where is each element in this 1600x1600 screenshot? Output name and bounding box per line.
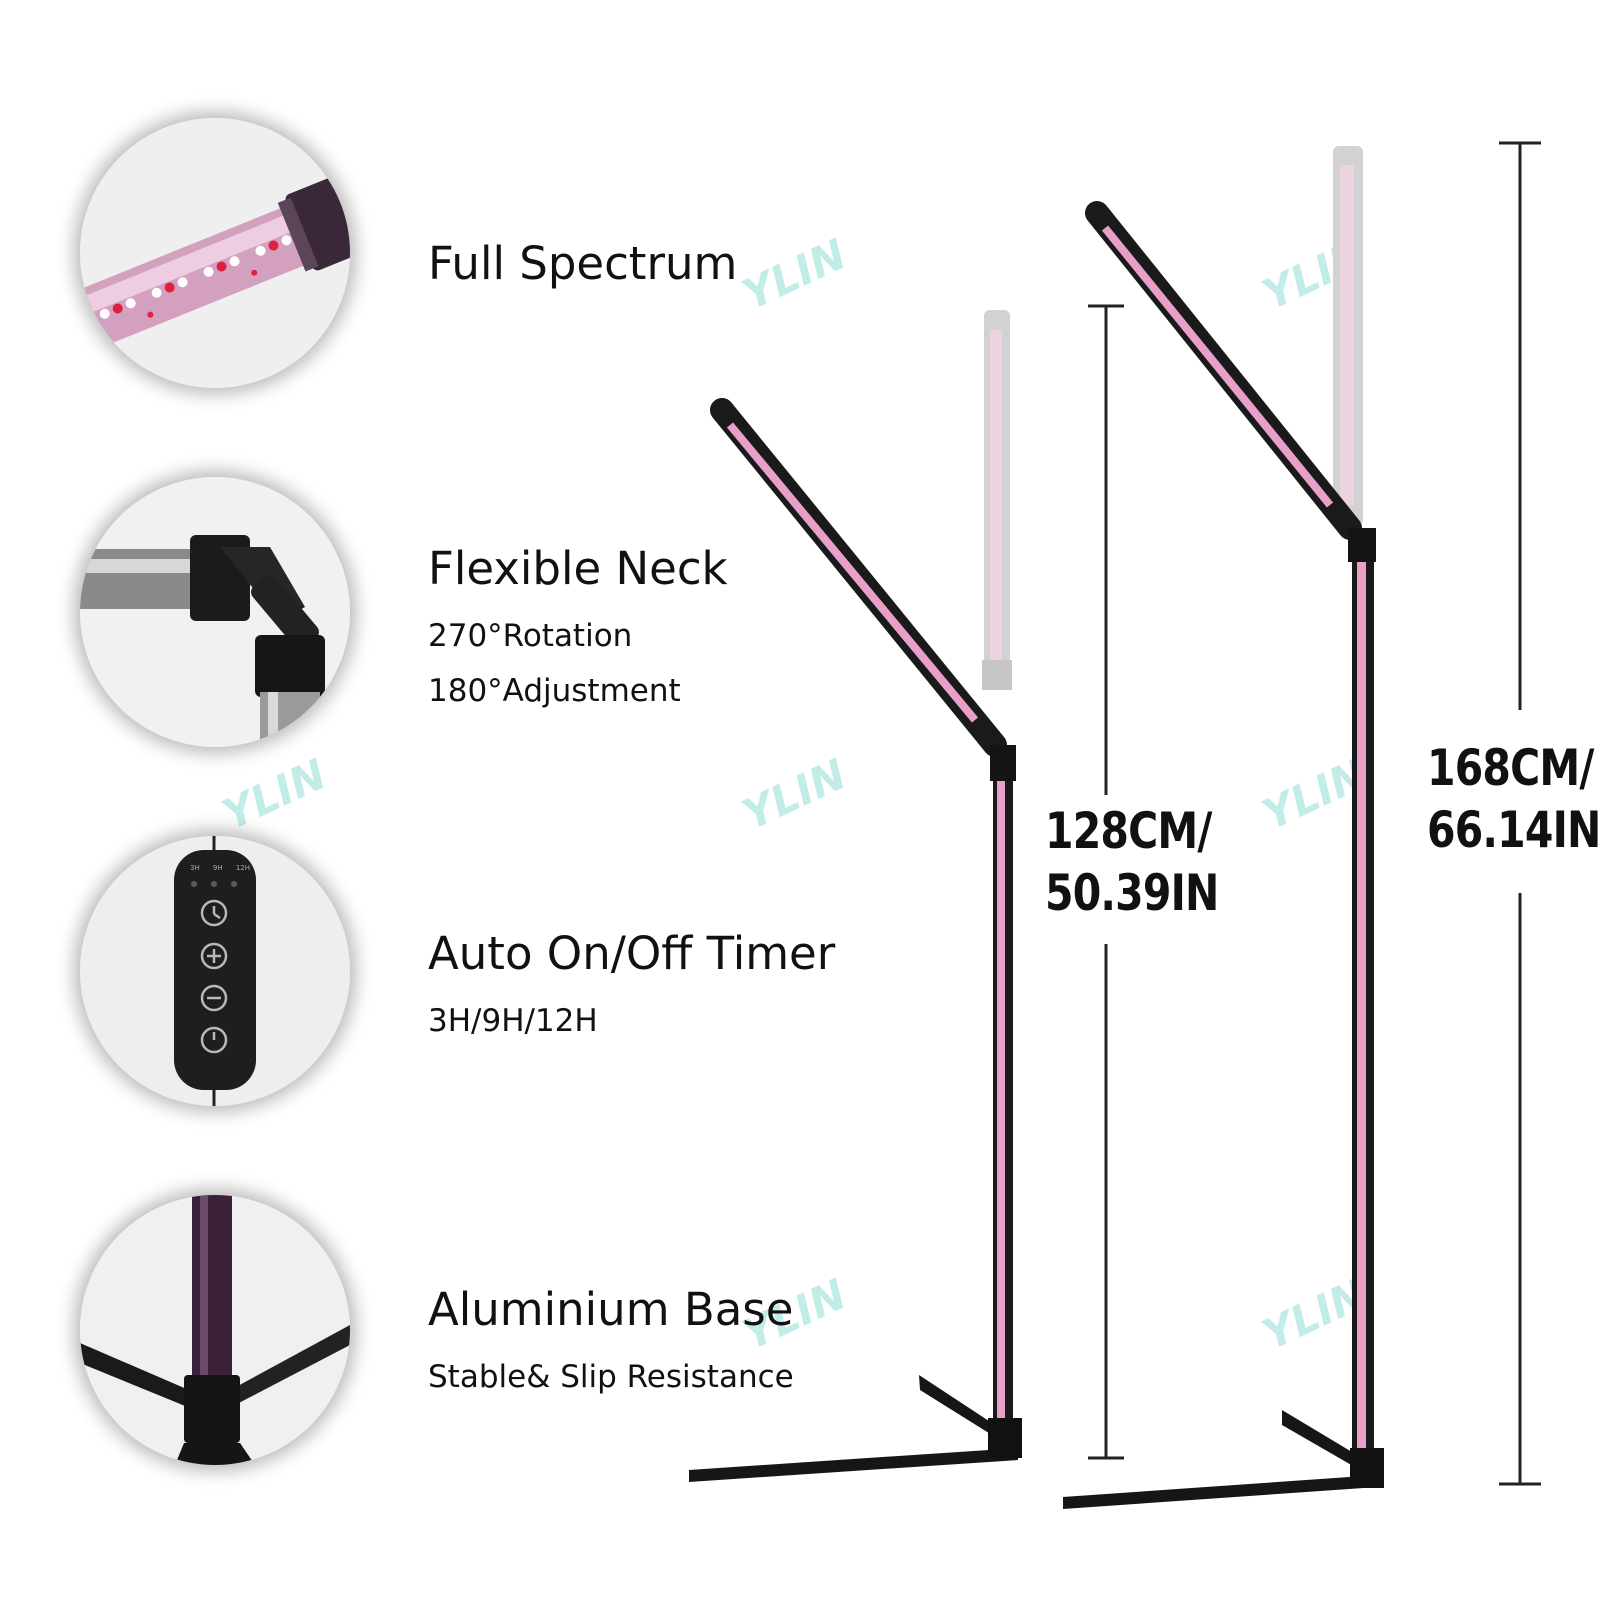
timer-9h-label: 9H: [212, 864, 223, 872]
flexible-neck-closeup-image: [80, 477, 350, 747]
feature-full-spectrum: Full Spectrum: [428, 241, 737, 286]
tall-lamp-pole: [1348, 528, 1376, 1473]
feature-flexible-neck: Flexible Neck 270°Rotation 180°Adjustmen…: [428, 546, 728, 707]
tall-lamp-faded-head: [1333, 146, 1363, 526]
power-icon: [200, 1026, 228, 1054]
short-lamp-tilted-head: [710, 398, 1007, 757]
tall-lamp-tilted-head: [1085, 201, 1362, 540]
short-lamp-faded-head: [982, 310, 1012, 690]
short-lamp-pole: [990, 745, 1016, 1435]
tall-height-cm: 168CM/: [1427, 739, 1594, 797]
short-height-label: 128CM/ 50.39IN: [1045, 800, 1219, 924]
short-height-cm: 128CM/: [1045, 802, 1212, 860]
feature-title: Flexible Neck: [428, 542, 728, 595]
feature-auto-timer: Auto On/Off Timer 3H/9H/12H: [428, 931, 835, 1037]
feature-title: Aluminium Base: [428, 1283, 794, 1336]
feature-aluminium-base: Aluminium Base Stable& Slip Resistance: [428, 1287, 794, 1393]
feature-subtitle: 270°Rotation: [428, 618, 633, 654]
tall-height-label: 168CM/ 66.14IN: [1427, 737, 1600, 861]
tall-height-dimension-line: [1499, 141, 1541, 1486]
timer-3h-label: 3H: [190, 864, 200, 872]
feature-title: Full Spectrum: [428, 237, 738, 290]
feature-subtitle: 3H/9H/12H: [428, 1003, 598, 1039]
aluminium-base-closeup-image: [80, 1195, 350, 1465]
tall-height-in: 66.14IN: [1427, 801, 1600, 859]
short-height-in: 50.39IN: [1045, 864, 1219, 922]
feature-title: Auto On/Off Timer: [428, 927, 836, 980]
plus-icon: [200, 942, 228, 970]
timer-12h-label: 12H: [235, 864, 250, 872]
short-lamp-base: [689, 1375, 1022, 1482]
timer-remote-closeup-image: 3H 9H 12H: [80, 836, 350, 1106]
feature-subtitle: Stable& Slip Resistance: [428, 1359, 794, 1395]
clock-icon: [200, 899, 228, 927]
tall-lamp-base: [1063, 1410, 1384, 1509]
feature-subtitle: 180°Adjustment: [428, 673, 681, 709]
minus-icon: [200, 984, 228, 1012]
led-tube-closeup-image: [80, 118, 350, 388]
short-height-dimension-line: [1088, 304, 1124, 1460]
